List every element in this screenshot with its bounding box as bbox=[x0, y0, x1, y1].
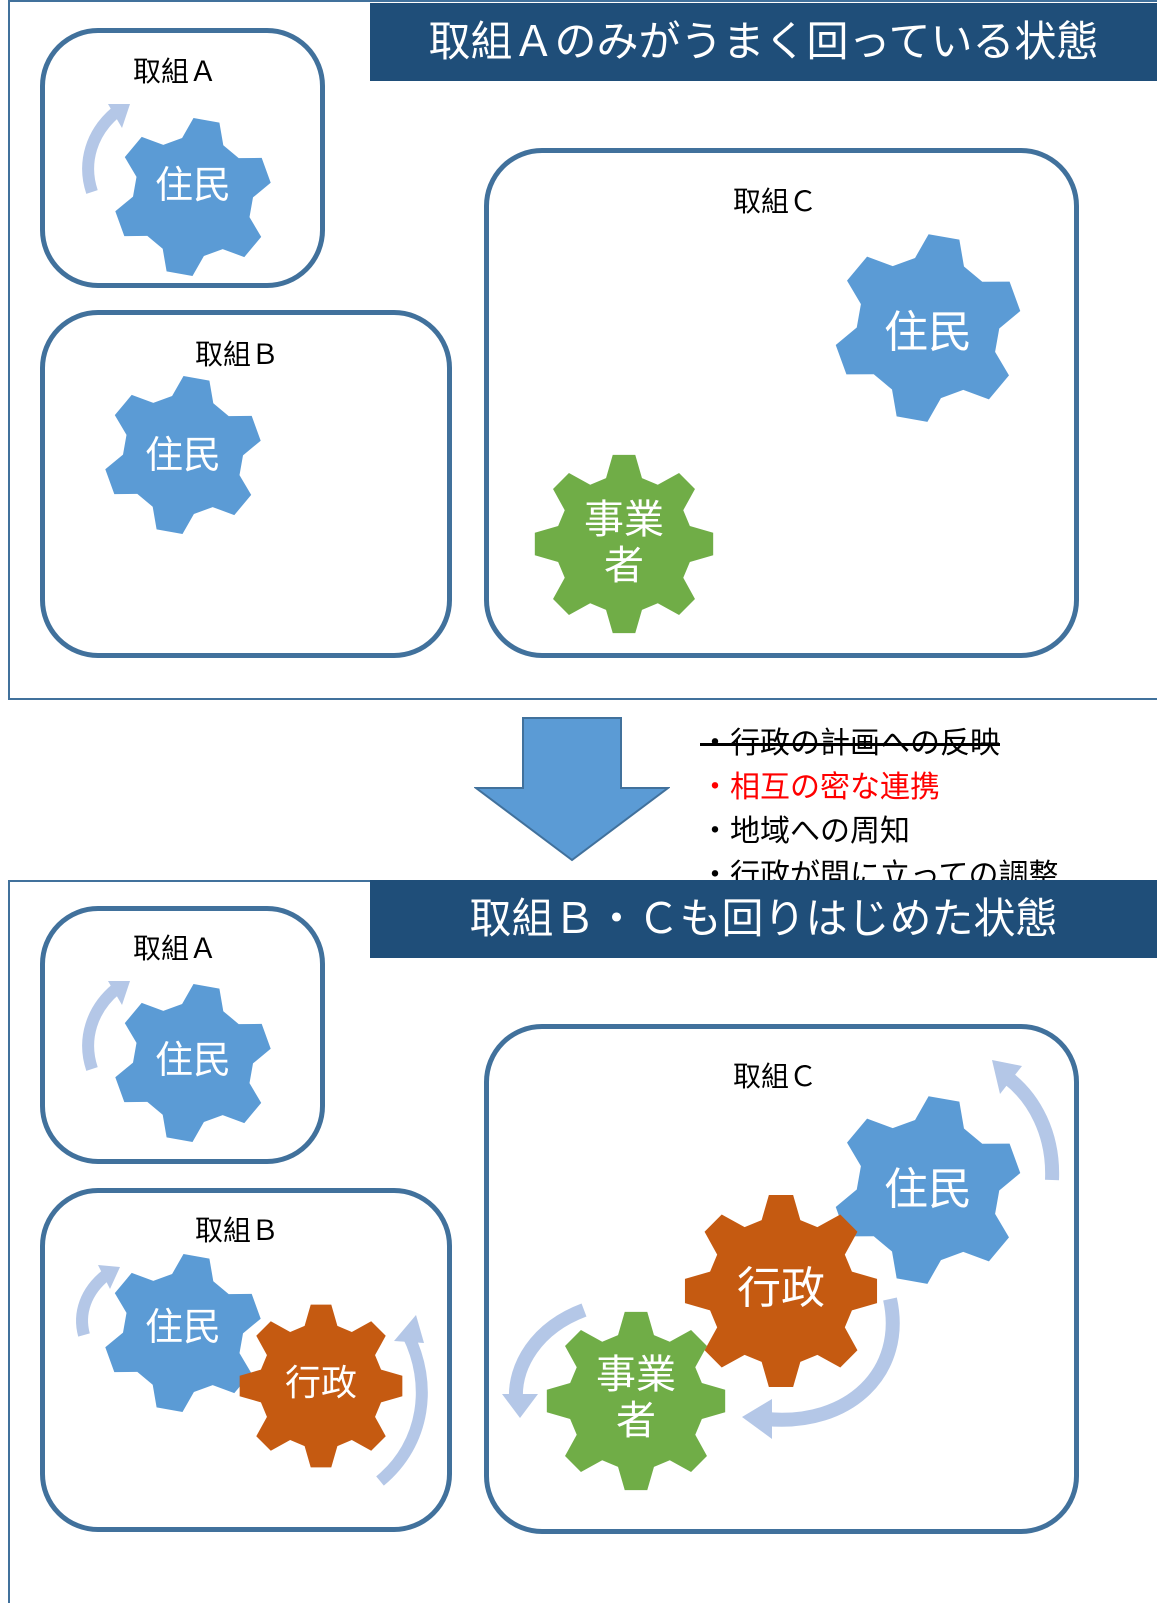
rotation-arrow-icon bbox=[742, 1297, 900, 1439]
note-item: ・相互の密な連携 bbox=[700, 770, 940, 805]
top-box-c bbox=[484, 148, 1079, 658]
gear-resident-icon bbox=[115, 984, 271, 1142]
gear-resident-label: 住民 bbox=[884, 307, 972, 358]
gear-resident-label: 住民 bbox=[884, 1164, 972, 1215]
top-box-b bbox=[40, 310, 452, 658]
gear-resident-label: 住民 bbox=[154, 1038, 231, 1082]
gear-business-label-line2: 者 bbox=[616, 1398, 656, 1444]
gear-shape bbox=[115, 118, 271, 276]
gear-admin-label: 行政 bbox=[737, 1263, 825, 1314]
gear-resident-icon bbox=[835, 234, 1021, 422]
bottom-box-b-title: 取組Ｂ bbox=[195, 1214, 280, 1247]
gear-resident-label: 住民 bbox=[144, 1305, 221, 1349]
rotation-arrow-icon bbox=[992, 1060, 1060, 1181]
bottom-box-a-title: 取組Ａ bbox=[133, 932, 218, 965]
top-box-b-title: 取組Ｂ bbox=[195, 338, 280, 371]
gear-admin-label: 行政 bbox=[284, 1363, 357, 1404]
rotation-arrow-icon bbox=[376, 1315, 428, 1486]
gear-business-icon bbox=[546, 1311, 726, 1491]
gear-business-label: 事業 者 bbox=[560, 497, 688, 589]
top-box-c-title: 取組Ｃ bbox=[733, 185, 818, 218]
gear-admin-icon bbox=[239, 1304, 403, 1468]
gear-shape bbox=[835, 1096, 1021, 1284]
gear-resident-label: 住民 bbox=[144, 433, 221, 477]
note-item: ・行政の計画への反映 bbox=[700, 726, 1000, 761]
gear-business-label-line2: 者 bbox=[604, 543, 644, 589]
gear-admin-icon bbox=[684, 1194, 878, 1388]
gear-resident-icon bbox=[835, 1096, 1021, 1284]
gear-business-label-line1: 事業 bbox=[584, 497, 664, 543]
gear-resident-icon bbox=[105, 376, 261, 534]
gear-shape bbox=[105, 1254, 261, 1412]
gear-shape bbox=[546, 1311, 726, 1491]
gear-shape bbox=[684, 1194, 878, 1388]
rotation-arrow-icon bbox=[76, 1265, 120, 1337]
gear-shape bbox=[835, 234, 1021, 422]
down-arrow-icon bbox=[474, 717, 670, 862]
gear-resident-label: 住民 bbox=[154, 163, 231, 207]
top-banner: 取組Ａのみがうまく回っている状態 bbox=[370, 3, 1157, 81]
gear-shape bbox=[115, 984, 271, 1142]
top-panel-frame bbox=[8, 0, 1157, 700]
gear-resident-icon bbox=[105, 1254, 261, 1412]
rotation-arrow-icon bbox=[82, 981, 130, 1071]
bottom-banner: 取組Ｂ・Ｃも回りはじめた状態 bbox=[370, 880, 1157, 958]
gear-business-label: 事業 者 bbox=[572, 1352, 700, 1444]
notes-list: ・行政の計画への反映 ・相互の密な連携 ・地域への周知 ・行政が間に立っての調整 bbox=[700, 722, 1059, 898]
gear-resident-icon bbox=[115, 118, 271, 276]
gear-business-icon bbox=[534, 454, 714, 634]
gear-shape bbox=[534, 454, 714, 634]
rotation-arrow-icon bbox=[502, 1303, 587, 1418]
gear-shape bbox=[239, 1304, 403, 1468]
gear-business-label-line1: 事業 bbox=[596, 1352, 676, 1398]
gear-shape bbox=[105, 376, 261, 534]
rotation-arrow-icon bbox=[82, 104, 130, 194]
note-item: ・地域への周知 bbox=[700, 814, 910, 849]
bottom-box-c-title: 取組Ｃ bbox=[733, 1060, 818, 1093]
top-box-a-title: 取組Ａ bbox=[133, 55, 218, 88]
